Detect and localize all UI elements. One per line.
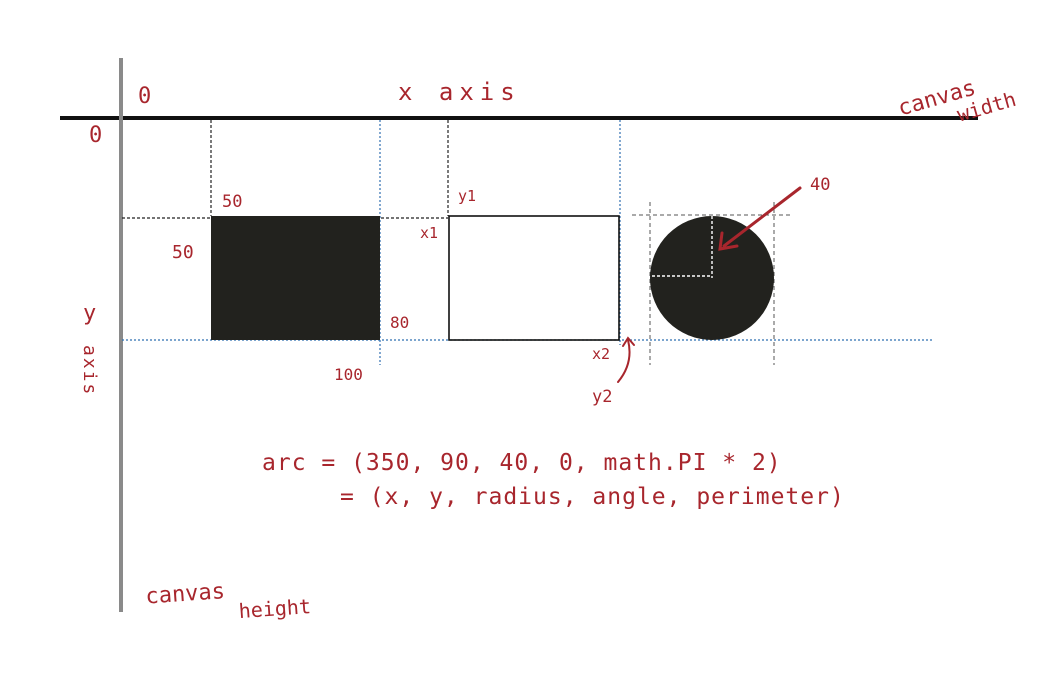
rect1-x-label: 50 xyxy=(222,192,242,212)
rect1-height-label: 80 xyxy=(390,313,409,332)
canvas-height-label: canvas height xyxy=(145,579,312,623)
origin-x-label: 0 xyxy=(138,84,151,109)
radius-arrow xyxy=(718,186,802,251)
y2-label: y2 xyxy=(592,387,612,407)
x2-label: x2 xyxy=(592,345,610,363)
origin-y-label: 0 xyxy=(89,123,102,148)
svg-text:height: height xyxy=(238,594,312,623)
rect1-width-label: 100 xyxy=(334,365,363,384)
x1-label: x1 xyxy=(420,224,438,242)
rect1-y-label: 50 xyxy=(172,242,194,263)
svg-text:canvas: canvas xyxy=(145,579,226,609)
y-axis-y-label: y xyxy=(83,301,96,326)
canvas-width-label: canvas width xyxy=(895,76,1018,127)
formula-line-1: arc = (350, 90, 40, 0, math.PI * 2) xyxy=(262,450,782,476)
formula-line-2: = (x, y, radius, angle, perimeter) xyxy=(340,484,845,510)
radius-label: 40 xyxy=(810,175,830,195)
x-axis-label: x axis xyxy=(398,78,521,106)
radius-guides xyxy=(652,216,713,278)
stroked-rectangle xyxy=(448,215,620,341)
filled-rectangle xyxy=(211,216,380,340)
y1-label: y1 xyxy=(458,187,476,205)
black-dashed-guides xyxy=(122,120,449,219)
y-axis-word-label: axis xyxy=(79,345,100,396)
y2-arrow xyxy=(617,336,635,383)
